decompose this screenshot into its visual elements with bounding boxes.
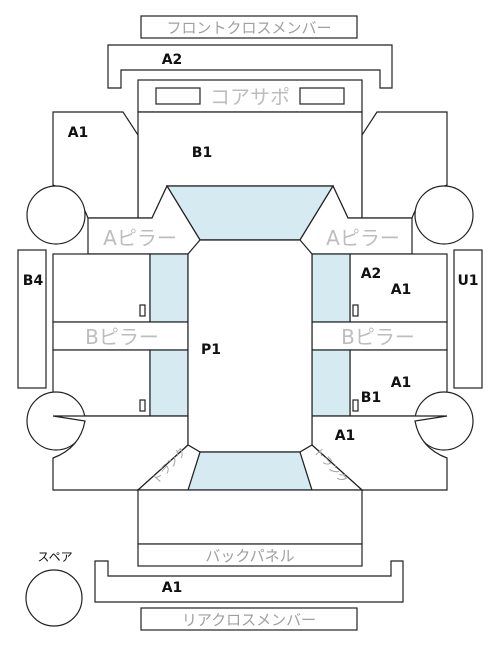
front-cross-member-label: フロントクロスメンバー — [166, 19, 331, 37]
left-front-door[interactable] — [52, 253, 151, 323]
rear-cross-member-box — [140, 607, 358, 631]
wheel-front-left[interactable] — [26, 185, 86, 245]
a-pillar-right-label: Aピラー — [326, 226, 400, 250]
rear-window[interactable] — [187, 451, 313, 491]
b-pillar-right-label: Bピラー — [341, 325, 415, 349]
right-front-door-code-a1: A1 — [391, 282, 412, 298]
trunk-lid[interactable] — [137, 489, 363, 545]
right-side-sill-code: U1 — [457, 273, 478, 289]
left-front-window[interactable] — [149, 253, 189, 323]
spare-label: スペア — [37, 550, 72, 564]
left-rear-window[interactable] — [149, 349, 189, 417]
spare-tire[interactable] — [25, 569, 83, 627]
right-front-door[interactable] — [349, 253, 448, 323]
right-rear-quarter-code: A1 — [335, 428, 356, 444]
headlight-right — [299, 87, 345, 105]
right-front-door-code-a2: A2 — [361, 266, 382, 282]
back-panel[interactable] — [137, 543, 363, 567]
front-bumper[interactable] — [107, 44, 393, 89]
back-panel-label: バックパネル — [205, 547, 294, 565]
b-pillar-left-label: Bピラー — [85, 325, 159, 349]
front-cross-member-box — [140, 15, 358, 39]
left-rear-door-handle — [139, 399, 146, 412]
right-rear-window[interactable] — [311, 349, 351, 417]
rear-bumper-code: A1 — [162, 580, 183, 596]
right-side-sill[interactable] — [453, 249, 483, 389]
a-pillar-left-label: Aピラー — [103, 226, 177, 250]
right-rear-door-code-b1: B1 — [361, 390, 381, 406]
front-bumper-code: A2 — [162, 52, 183, 68]
wheel-front-right[interactable] — [414, 185, 474, 245]
right-front-door-handle — [352, 304, 359, 317]
left-front-door-handle — [139, 304, 146, 317]
right-rear-door-handle — [352, 399, 359, 412]
roof-code: P1 — [201, 342, 221, 358]
core-support-label: コアサポ — [210, 85, 290, 109]
right-front-window[interactable] — [311, 253, 351, 323]
left-front-fender-code: A1 — [68, 125, 89, 141]
left-side-sill[interactable] — [17, 249, 47, 389]
rear-bumper[interactable] — [94, 560, 404, 603]
headlight-left — [155, 87, 201, 105]
rear-cross-member-label: リアクロスメンバー — [182, 611, 316, 629]
right-rear-door-code-a1: A1 — [391, 375, 412, 391]
left-side-sill-code: B4 — [23, 273, 44, 289]
hood-code: B1 — [192, 145, 212, 161]
